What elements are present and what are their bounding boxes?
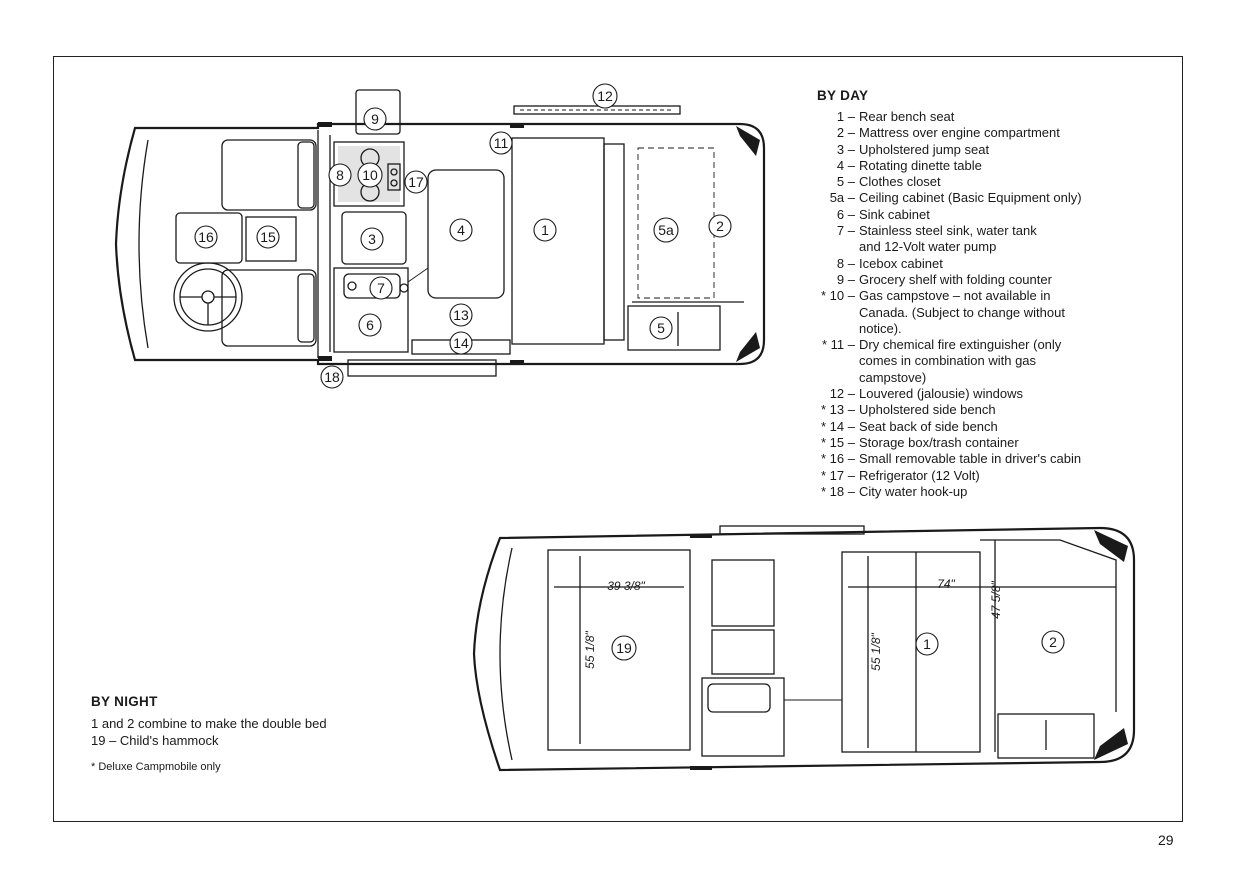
- day-label-9: 9: [371, 111, 379, 127]
- legend-item-number: * 16 –: [821, 451, 855, 467]
- legend-item: * 11 –Dry chemical fire extinguisher (on…: [817, 337, 1157, 386]
- legend-item-number: 5 –: [836, 174, 855, 190]
- day-label-4: 4: [457, 222, 465, 238]
- legend-item-text: Stainless steel sink, water tank and 12-…: [859, 223, 1037, 255]
- legend-item-text: Icebox cabinet: [859, 255, 943, 271]
- legend-item-text: Grocery shelf with folding counter: [859, 271, 1052, 287]
- legend-item-number: * 15 –: [821, 434, 855, 450]
- dim-hammock-length: 55 1/8": [583, 630, 597, 668]
- legend-by-night-title: BY NIGHT: [91, 694, 158, 709]
- legend-item-number: 1 –: [836, 109, 855, 124]
- day-label-16: 16: [198, 229, 214, 245]
- page-number: 29: [1158, 832, 1174, 848]
- legend-item-text: Gas campstove – not available in Canada.…: [859, 288, 1065, 336]
- day-plan: 1 2 3 4 5 5a 6 7 8 9 10 11 12 13 14 15 1…: [114, 83, 766, 389]
- legend-item-number: 6 –: [836, 206, 855, 222]
- legend-item-number: 7 –: [836, 223, 855, 239]
- day-label-6: 6: [366, 317, 374, 333]
- legend-night-line-2: 19 – Child's hammock: [91, 733, 219, 748]
- legend-item-text: Mattress over engine compartment: [859, 125, 1060, 141]
- legend-item: 1 – Rear bench seat: [817, 109, 1157, 125]
- day-label-3: 3: [368, 231, 376, 247]
- legend-item: * 10 –Gas campstove – not available in C…: [817, 288, 1157, 337]
- legend-item-number: 3 –: [836, 141, 855, 157]
- legend-item-text: City water hook-up: [859, 483, 968, 499]
- day-label-17: 17: [408, 174, 424, 190]
- legend-item-text: Upholstered side bench: [859, 402, 996, 418]
- legend-item: 8 –Icebox cabinet: [817, 256, 1157, 272]
- legend-item: 5 –Clothes closet: [817, 174, 1157, 190]
- legend-item: * 17 –Refrigerator (12 Volt): [817, 468, 1157, 484]
- legend-item-text: Sink cabinet: [859, 206, 930, 222]
- night-label-2: 2: [1049, 634, 1057, 650]
- legend-item-number: 8 –: [836, 255, 855, 271]
- legend-by-night: BY NIGHT 1 and 2 combine to make the dou…: [91, 694, 391, 773]
- legend-item-number: * 10 –: [821, 288, 855, 304]
- legend-item: 12 –Louvered (jalousie) windows: [817, 386, 1157, 402]
- day-label-12: 12: [597, 88, 613, 104]
- day-label-14: 14: [453, 335, 469, 351]
- legend-item-text: Ceiling cabinet (Basic Equipment only): [859, 190, 1082, 206]
- legend-item-number: 4 –: [836, 157, 855, 173]
- legend-item-number: 12 –: [829, 386, 855, 402]
- day-label-18: 18: [324, 369, 340, 385]
- legend-item-text: Rotating dinette table: [859, 157, 982, 173]
- legend-item: * 18 –City water hook-up: [817, 484, 1157, 500]
- legend-footnote: * Deluxe Campmobile only: [91, 761, 221, 773]
- legend-item-number: * 11 –: [821, 337, 855, 353]
- legend-item: * 13 –Upholstered side bench: [817, 402, 1157, 418]
- legend-night-line-1: 1 and 2 combine to make the double bed: [91, 716, 327, 731]
- legend-item-text: Rear bench seat: [859, 109, 955, 124]
- day-label-13: 13: [453, 307, 469, 323]
- day-label-2: 2: [716, 218, 724, 234]
- dim-hammock-width: 39 3/8": [607, 579, 645, 593]
- legend-item: 3 –Upholstered jump seat: [817, 142, 1157, 158]
- day-label-5: 5: [657, 320, 665, 336]
- dim-bed-width-left: 55 1/8": [869, 632, 883, 670]
- day-label-8: 8: [336, 167, 344, 183]
- legend-item-text: Upholstered jump seat: [859, 141, 990, 157]
- page-border: [53, 56, 1183, 822]
- legend-item-number: * 17 –: [821, 467, 855, 483]
- day-label-11: 11: [494, 135, 509, 151]
- day-label-7: 7: [377, 280, 385, 296]
- day-label-5a: 5a: [658, 222, 674, 238]
- legend-item-number: 2 –: [836, 125, 855, 141]
- legend-item: 2 –Mattress over engine compartment: [817, 125, 1157, 141]
- legend-item: 6 –Sink cabinet: [817, 207, 1157, 223]
- legend-by-day-title: BY DAY: [817, 88, 869, 103]
- legend-item-text: Refrigerator (12 Volt): [859, 467, 980, 483]
- legend-item-text: Clothes closet: [859, 174, 941, 190]
- legend-item-number: 9 –: [836, 271, 855, 287]
- legend-item-text: Storage box/trash container: [859, 434, 1019, 450]
- legend-item: 9 –Grocery shelf with folding counter: [817, 272, 1157, 288]
- legend-item: * 15 –Storage box/trash container: [817, 435, 1157, 451]
- legend-item-text: Louvered (jalousie) windows: [859, 386, 1024, 402]
- dim-bed-length: 74": [937, 577, 955, 591]
- dim-bed-width-right: 47 5/8": [989, 580, 1003, 618]
- legend-item-text: Seat back of side bench: [859, 418, 998, 434]
- day-label-1: 1: [541, 222, 549, 238]
- legend-item-text: Dry chemical fire extinguisher (only com…: [859, 337, 1062, 385]
- legend-item-number: * 18 –: [821, 483, 855, 499]
- legend-item: 5a –Ceiling cabinet (Basic Equipment onl…: [817, 190, 1157, 206]
- night-plan: 19 1 2 39 3/8" 55 1/8" 74" 55 1/8" 47 5/…: [472, 525, 1136, 772]
- legend-item-number: * 13 –: [821, 402, 855, 418]
- legend-item-text: Small removable table in driver's cabin: [859, 451, 1082, 467]
- legend-item-number: * 14 –: [821, 418, 855, 434]
- legend-item-number: 5a –: [829, 190, 855, 206]
- night-label-1: 1: [923, 636, 931, 652]
- legend-item: 4 –Rotating dinette table: [817, 158, 1157, 174]
- legend-item: * 16 –Small removable table in driver's …: [817, 451, 1157, 467]
- day-label-15: 15: [260, 229, 276, 245]
- day-label-10: 10: [362, 167, 378, 183]
- night-label-19: 19: [616, 640, 632, 656]
- legend-item: 7 –Stainless steel sink, water tank and …: [817, 223, 1157, 256]
- legend-item: * 14 –Seat back of side bench: [817, 419, 1157, 435]
